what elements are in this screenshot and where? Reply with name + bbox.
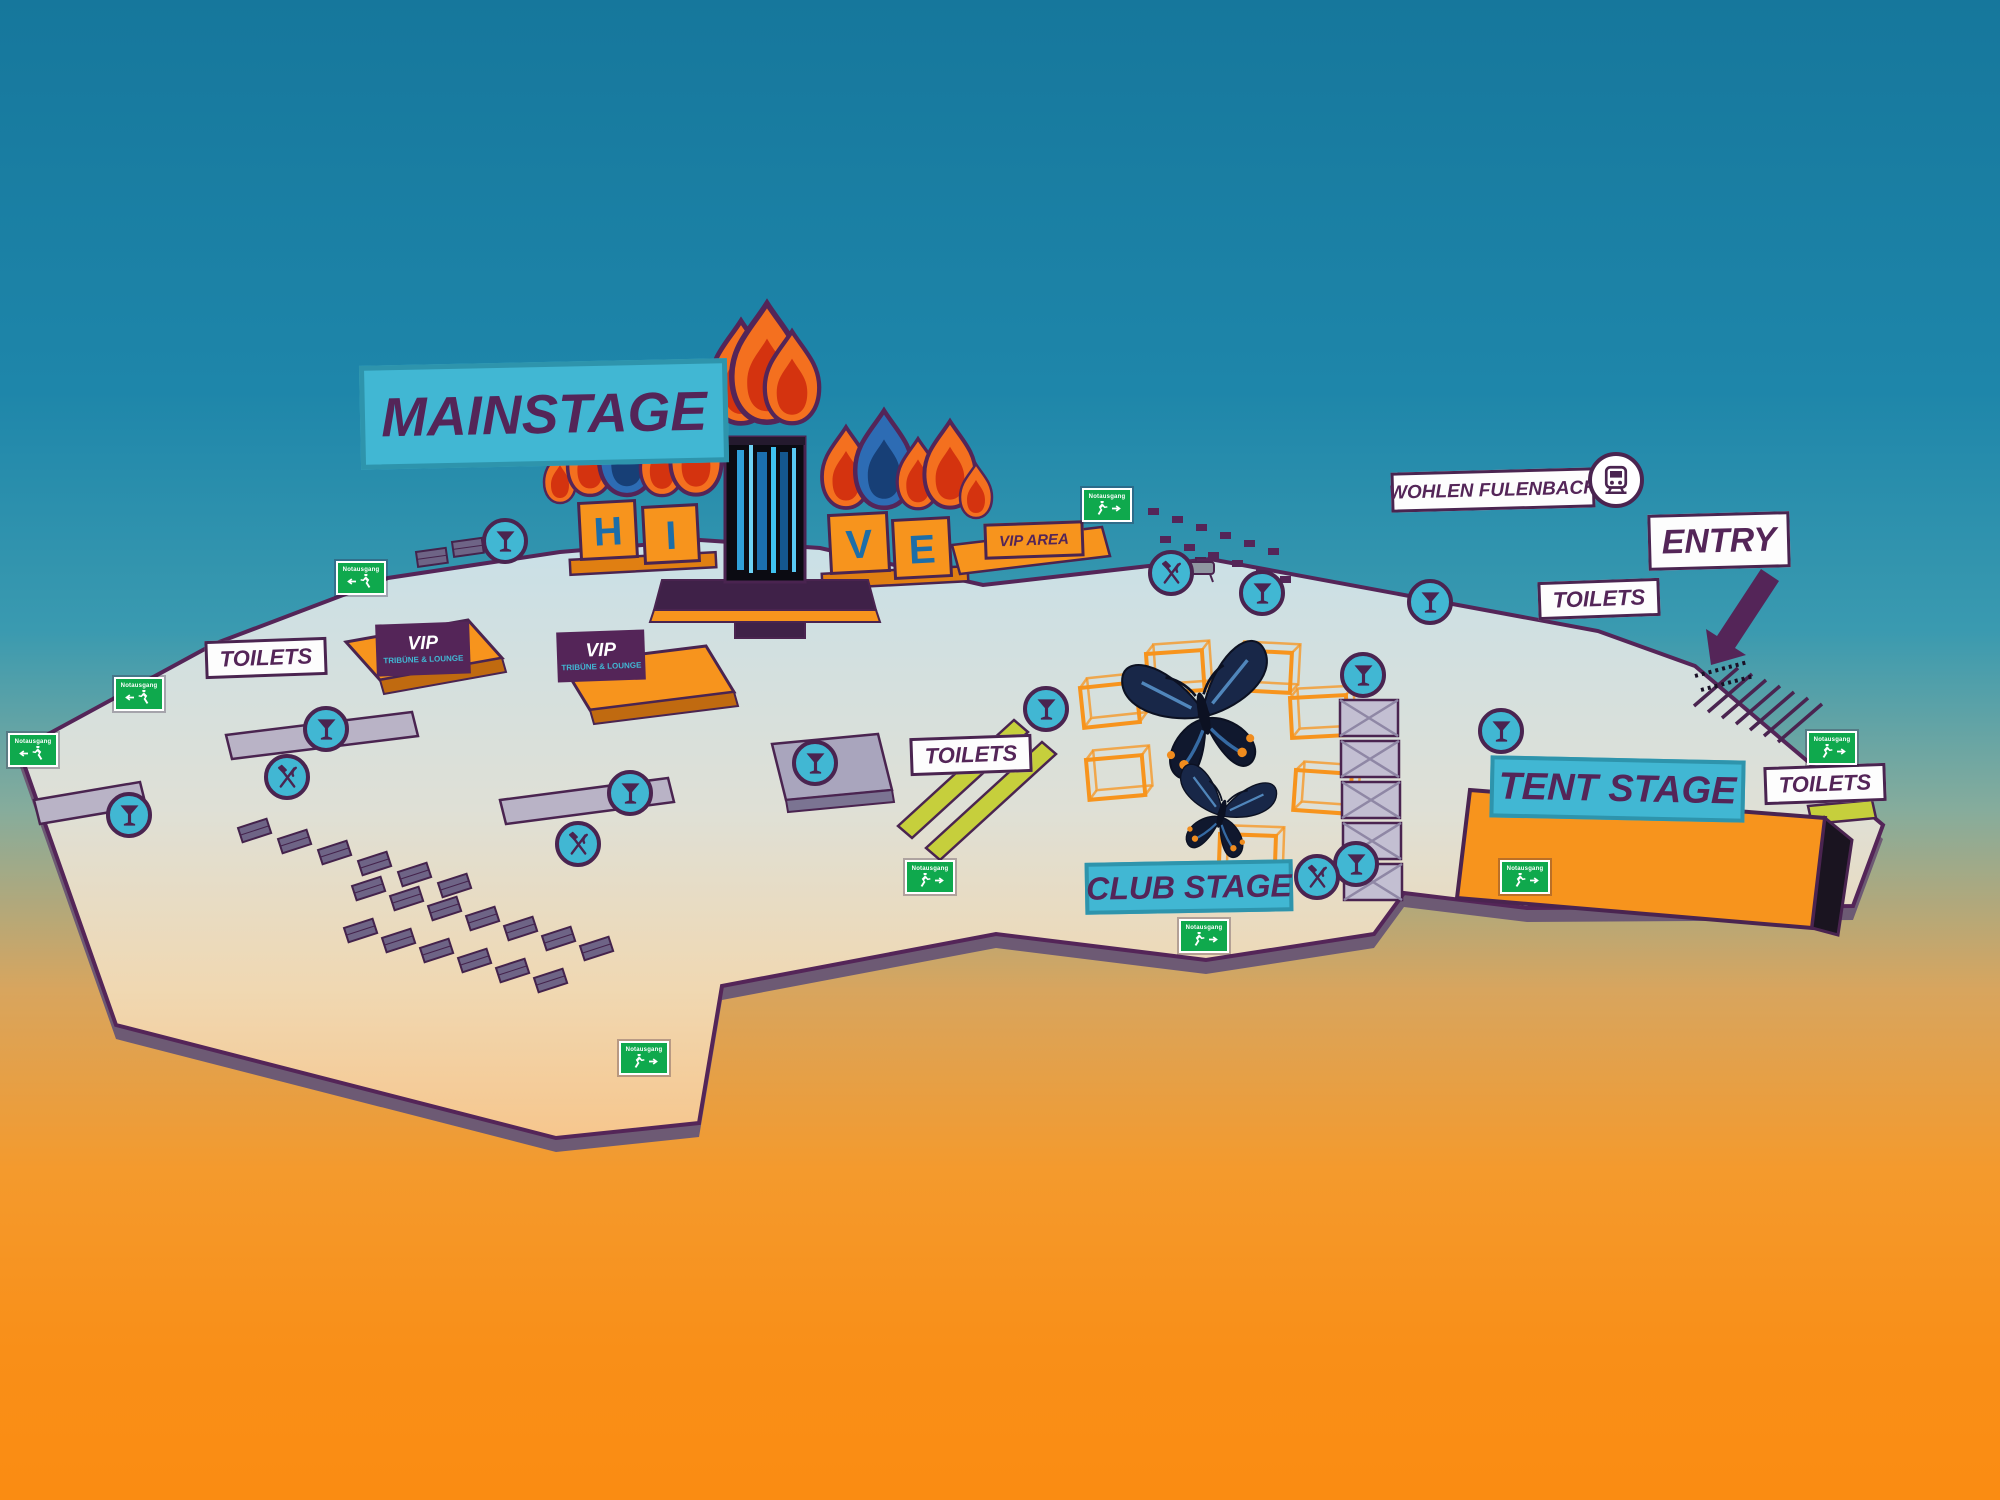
vip-subtitle: TRIBÜNE & LOUNGE: [383, 653, 464, 666]
vip-subtitle: TRIBÜNE & LOUNGE: [561, 660, 642, 673]
vip-tribune-banner-1: VIP TRIBÜNE & LOUNGE: [375, 621, 471, 677]
stage-letter: E: [908, 527, 937, 572]
cocktail-icon: [792, 740, 838, 786]
emergency-exit-sign: Notausgang: [8, 733, 58, 767]
cocktail-icon: [607, 770, 653, 816]
cocktail-icon: [1333, 841, 1379, 887]
emergency-exit-sign: Notausgang: [1082, 488, 1132, 522]
emergency-exit-sign: Notausgang: [905, 860, 955, 894]
food-icon: [1148, 550, 1194, 596]
exit-runner-icon: [1088, 501, 1126, 516]
stage-letter: I: [664, 514, 677, 559]
exit-sign-label: Notausgang: [14, 739, 52, 745]
exit-sign-label: Notausgang: [911, 866, 949, 872]
mainstage-structure: H I V E: [542, 303, 994, 639]
toilets-banner-northeast: TOILETS: [1537, 577, 1661, 621]
vip-title: VIP: [407, 632, 439, 655]
emergency-exit-sign: Notausgang: [1500, 860, 1550, 894]
cocktail-icon: [1478, 708, 1524, 754]
club-stage-banner: CLUB STAGE: [1084, 859, 1294, 915]
exit-runner-icon: [120, 690, 158, 705]
food-icon: [1294, 854, 1340, 900]
exit-runner-icon: [1813, 744, 1851, 759]
exit-runner-icon: [14, 746, 52, 761]
vip-tribune-banner-2: VIP TRIBÜNE & LOUNGE: [556, 629, 646, 683]
exit-sign-label: Notausgang: [120, 683, 158, 689]
cocktail-icon: [1407, 579, 1453, 625]
toilets-banner-west: TOILETS: [204, 636, 328, 680]
exit-sign-label: Notausgang: [1506, 866, 1544, 872]
emergency-exit-sign: Notausgang: [114, 677, 164, 711]
vip-title: VIP: [585, 639, 617, 662]
vip-area-banner: VIP AREA: [983, 520, 1085, 560]
toilets-banner-center: TOILETS: [909, 733, 1033, 777]
station-banner: WOHLEN FULENBACH: [1389, 467, 1597, 513]
cocktail-icon: [482, 518, 528, 564]
stage-letter: V: [845, 522, 874, 567]
entrance-gates: [1692, 660, 1824, 744]
cocktail-icon: [106, 792, 152, 838]
cocktail-icon: [303, 706, 349, 752]
exit-runner-icon: [1185, 932, 1223, 947]
exit-runner-icon: [911, 873, 949, 888]
exit-sign-label: Notausgang: [1088, 494, 1126, 500]
mainstage-banner: MAINSTAGE: [358, 358, 730, 470]
food-icon: [264, 754, 310, 800]
exit-sign-label: Notausgang: [625, 1047, 663, 1053]
entry-banner: ENTRY: [1647, 511, 1791, 571]
exit-runner-icon: [342, 574, 380, 589]
toilets-banner-east: TOILETS: [1763, 762, 1887, 806]
exit-sign-label: Notausgang: [342, 567, 380, 573]
emergency-exit-sign: Notausgang: [336, 561, 386, 595]
tent-stage-banner: TENT STAGE: [1489, 755, 1746, 823]
stage-letter: H: [593, 509, 624, 554]
led-tower: [723, 435, 807, 584]
cocktail-icon: [1340, 652, 1386, 698]
food-icon: [555, 821, 601, 867]
exit-sign-label: Notausgang: [1185, 925, 1223, 931]
exit-sign-label: Notausgang: [1813, 737, 1851, 743]
exit-runner-icon: [1506, 873, 1544, 888]
cocktail-icon: [1023, 686, 1069, 732]
emergency-exit-sign: Notausgang: [1179, 919, 1229, 953]
exit-runner-icon: [625, 1054, 663, 1069]
train-icon: [1588, 452, 1644, 508]
entry-arrow-icon: [1706, 569, 1779, 665]
cocktail-icon: [1239, 570, 1285, 616]
emergency-exit-sign: Notausgang: [619, 1041, 669, 1075]
emergency-exit-sign: Notausgang: [1807, 731, 1857, 765]
